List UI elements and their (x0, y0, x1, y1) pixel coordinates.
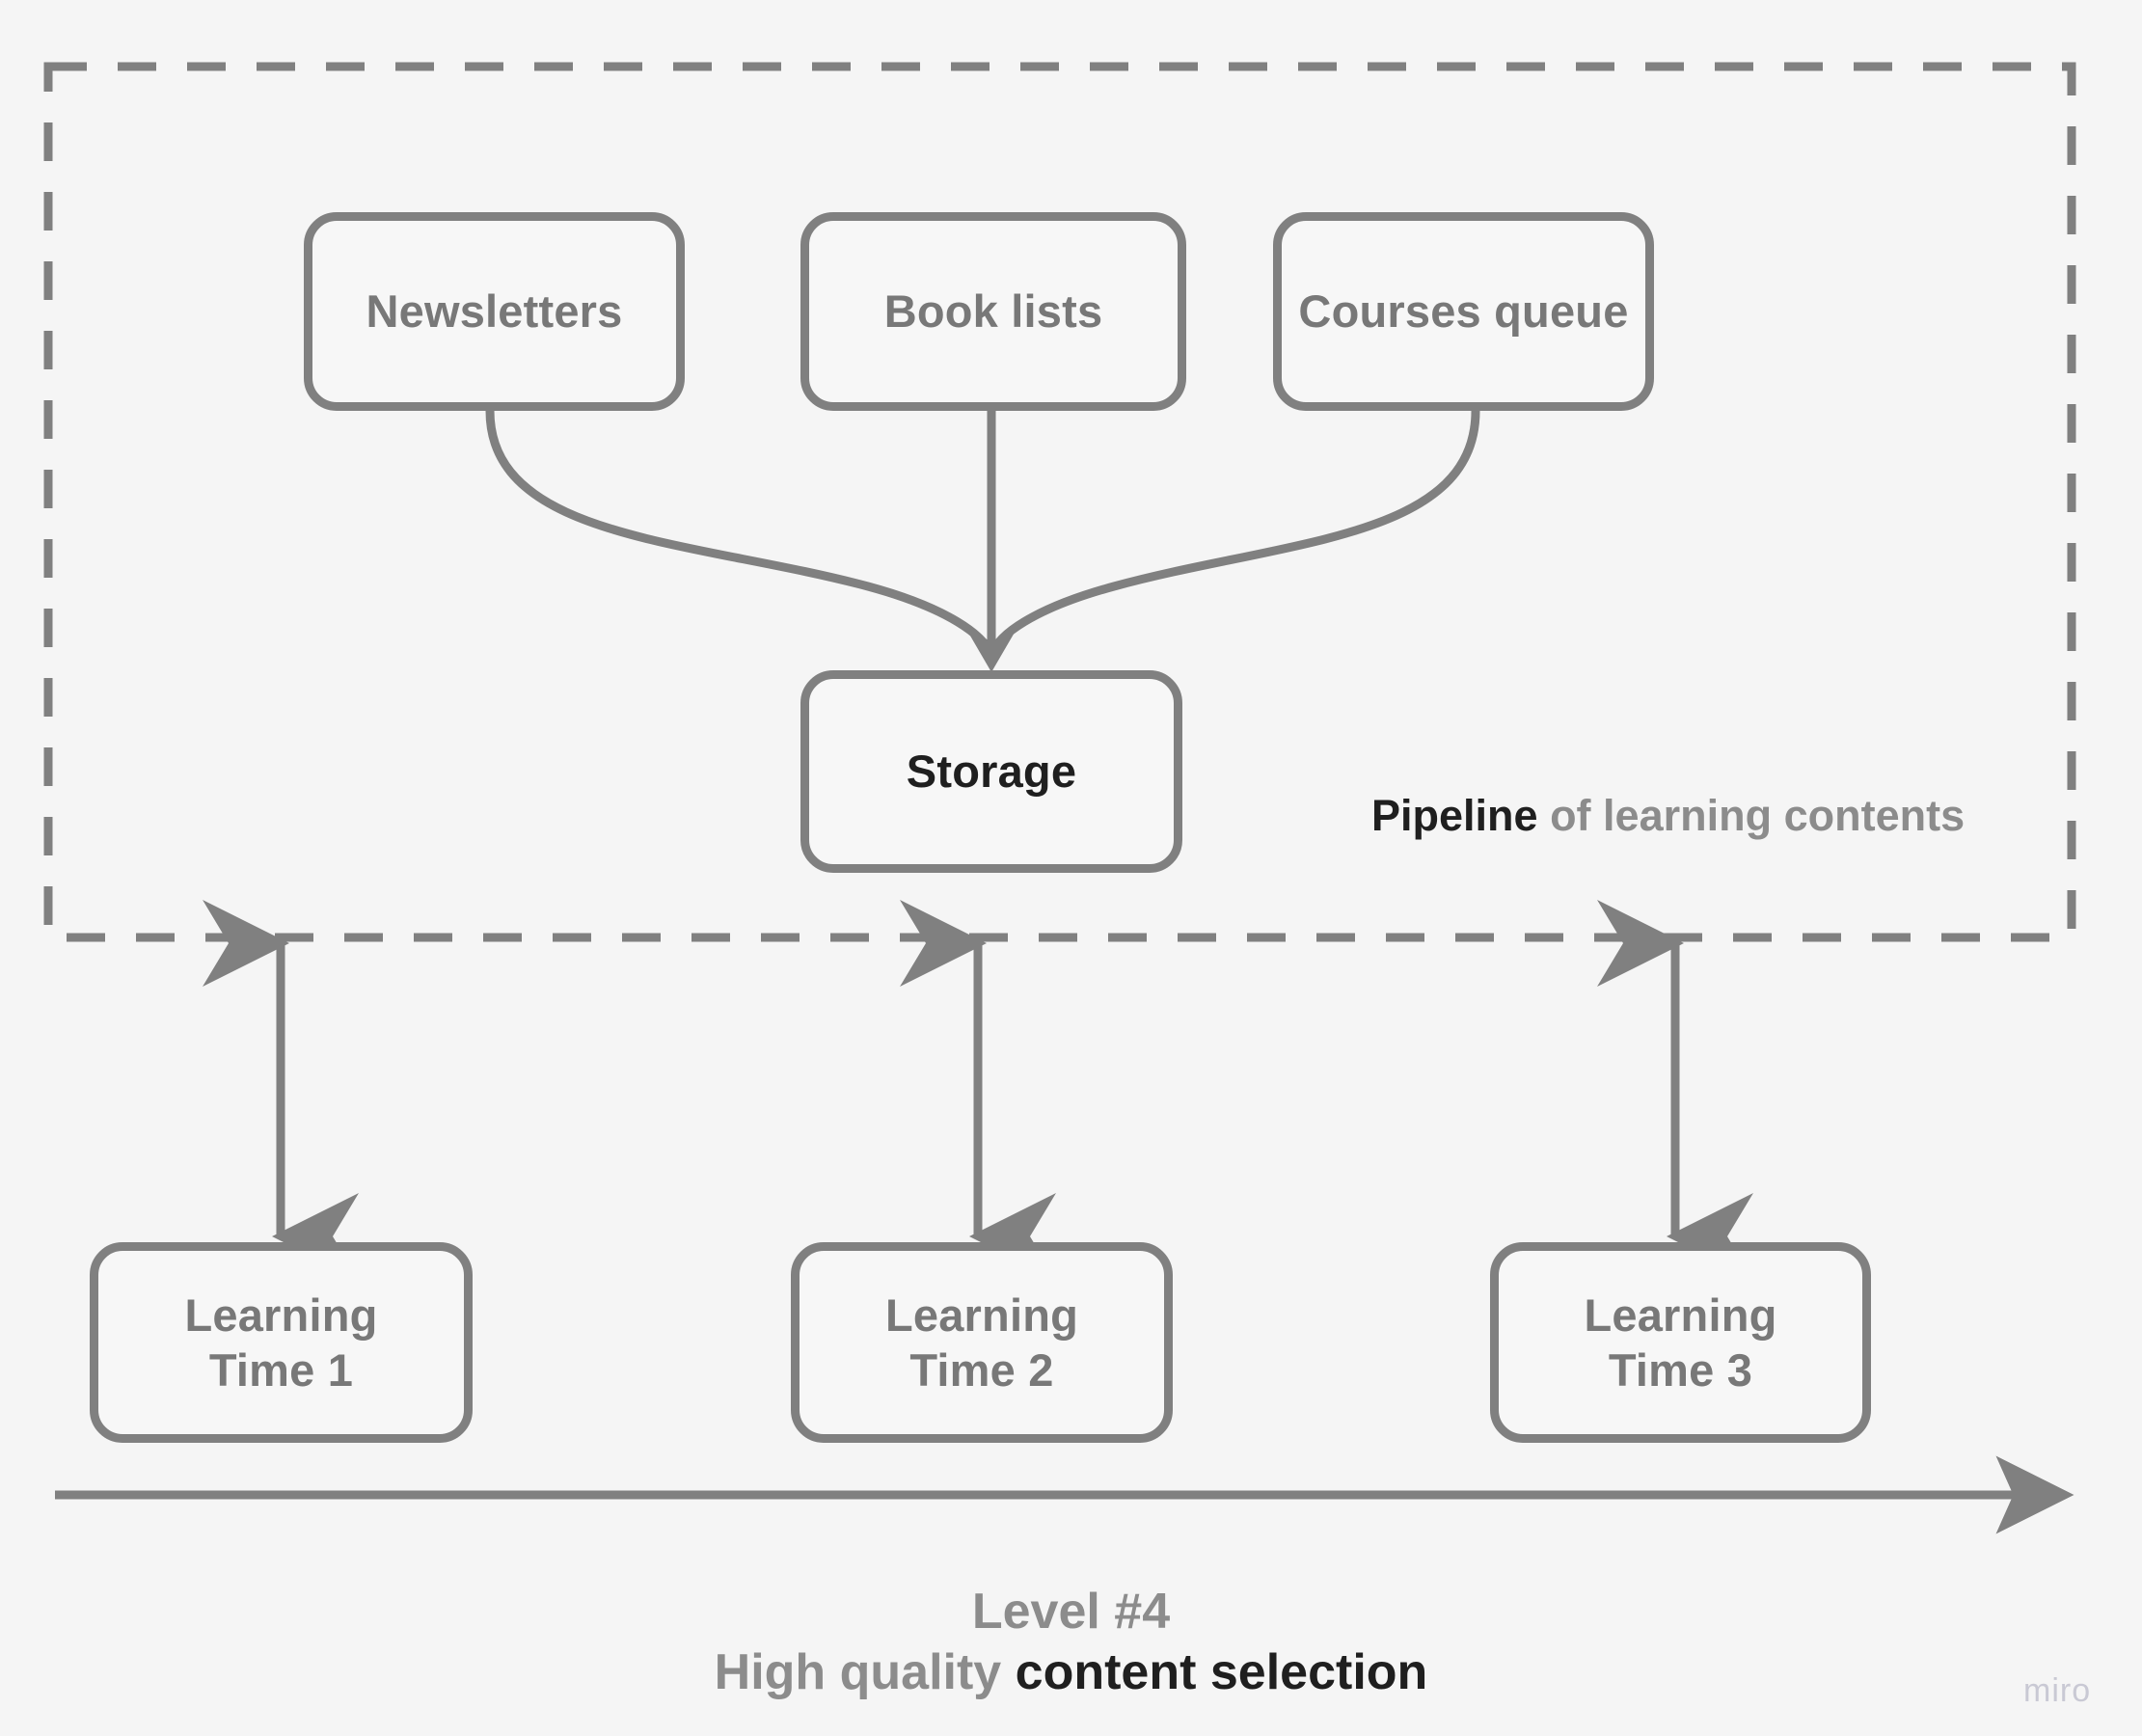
node-storage-label: Storage (906, 746, 1077, 798)
node-learning-time-3-line1: Learning (1584, 1288, 1777, 1341)
arrowhead-into-storage (967, 631, 1016, 672)
bottom-caption: Level #4 High quality content selection (0, 1582, 2142, 1704)
node-learning-time-1-line1: Learning (184, 1288, 378, 1341)
connector-newsletters-to-storage (485, 410, 994, 654)
node-newsletters-label: Newsletters (366, 285, 623, 338)
node-newsletters[interactable]: Newsletters (304, 212, 685, 411)
node-book-lists-label: Book lists (883, 285, 1103, 338)
bottom-caption-line-2: High quality content selection (0, 1642, 2142, 1703)
node-learning-time-2-line2: Time 2 (909, 1344, 1054, 1396)
node-learning-time-3-line2: Time 3 (1608, 1344, 1753, 1396)
node-book-lists[interactable]: Book lists (800, 212, 1186, 411)
node-storage[interactable]: Storage (800, 670, 1182, 873)
node-learning-time-3-label: Learning Time 3 (1584, 1288, 1776, 1398)
node-learning-time-2-line1: Learning (884, 1288, 1079, 1341)
node-learning-time-2[interactable]: Learning Time 2 (791, 1242, 1173, 1443)
bottom-caption-line-2-strong: content selection (1015, 1644, 1428, 1701)
node-courses-queue[interactable]: Courses queue (1273, 212, 1654, 411)
node-courses-queue-label: Courses queue (1298, 285, 1629, 338)
node-learning-time-2-label: Learning Time 2 (885, 1288, 1078, 1398)
node-learning-time-1-label: Learning Time 1 (184, 1288, 377, 1398)
miro-watermark: miro (2023, 1672, 2092, 1709)
pipeline-caption-rest: of learning contents (1537, 791, 1966, 840)
node-learning-time-1[interactable]: Learning Time 1 (90, 1242, 473, 1443)
bottom-caption-line-2-gray: High quality (714, 1644, 1016, 1701)
bottom-caption-line-1: Level #4 (971, 1584, 1171, 1640)
connector-coursesqueue-to-storage (989, 410, 1480, 654)
pipeline-caption: Pipeline of learning contents (1371, 791, 1965, 841)
node-learning-time-3[interactable]: Learning Time 3 (1490, 1242, 1871, 1443)
pipeline-caption-strong: Pipeline (1371, 791, 1538, 840)
node-learning-time-1-line2: Time 1 (208, 1344, 354, 1396)
